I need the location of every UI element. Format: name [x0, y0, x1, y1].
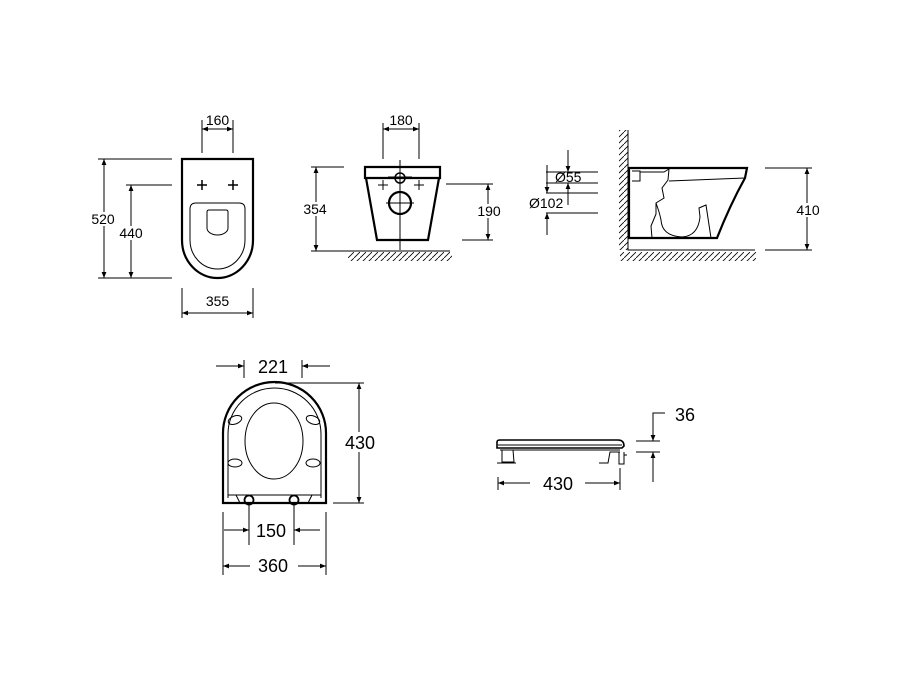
floor-hatch: [348, 252, 452, 261]
fixing-cross-icon: [197, 180, 238, 190]
wall-hatch: [619, 130, 628, 250]
seat-opening: [244, 402, 304, 480]
seat-side-view: 36 430: [496, 405, 695, 494]
dim-180: 180: [389, 112, 413, 128]
side-view: 410 Ø55 Ø102: [529, 130, 822, 261]
dim-221: 221: [258, 357, 288, 377]
dim-diameter-55: Ø55: [555, 169, 582, 185]
bowl-opening: [206, 209, 229, 236]
seat-outline: [221, 380, 328, 505]
floor-hatch: [620, 252, 756, 261]
dim-355: 355: [206, 293, 230, 309]
front-view: 180 354 190: [300, 112, 504, 261]
front-outline: [363, 165, 442, 180]
seat-side-outline: [496, 439, 625, 449]
dim-190: 190: [477, 203, 501, 219]
dim-354: 354: [303, 201, 327, 217]
dim-160: 160: [206, 112, 230, 128]
dim-440: 440: [119, 225, 143, 241]
seat-outline: [189, 202, 246, 270]
hinge-icon: [243, 494, 255, 506]
hinge-icon: [288, 494, 300, 506]
dim-430: 430: [345, 433, 375, 453]
dim-430-side: 430: [543, 474, 573, 494]
dim-360: 360: [258, 556, 288, 576]
dim-36: 36: [675, 405, 695, 425]
dim-520: 520: [91, 211, 115, 227]
seat-buffers: [227, 415, 321, 468]
top-view: 160 520 440 355: [89, 112, 255, 318]
bowl-outline: [180, 157, 255, 280]
dim-410: 410: [796, 202, 820, 218]
dim-150: 150: [256, 521, 286, 541]
seat-top-view: 221 430 150 360: [216, 357, 378, 576]
dim-diameter-102: Ø102: [529, 195, 563, 211]
